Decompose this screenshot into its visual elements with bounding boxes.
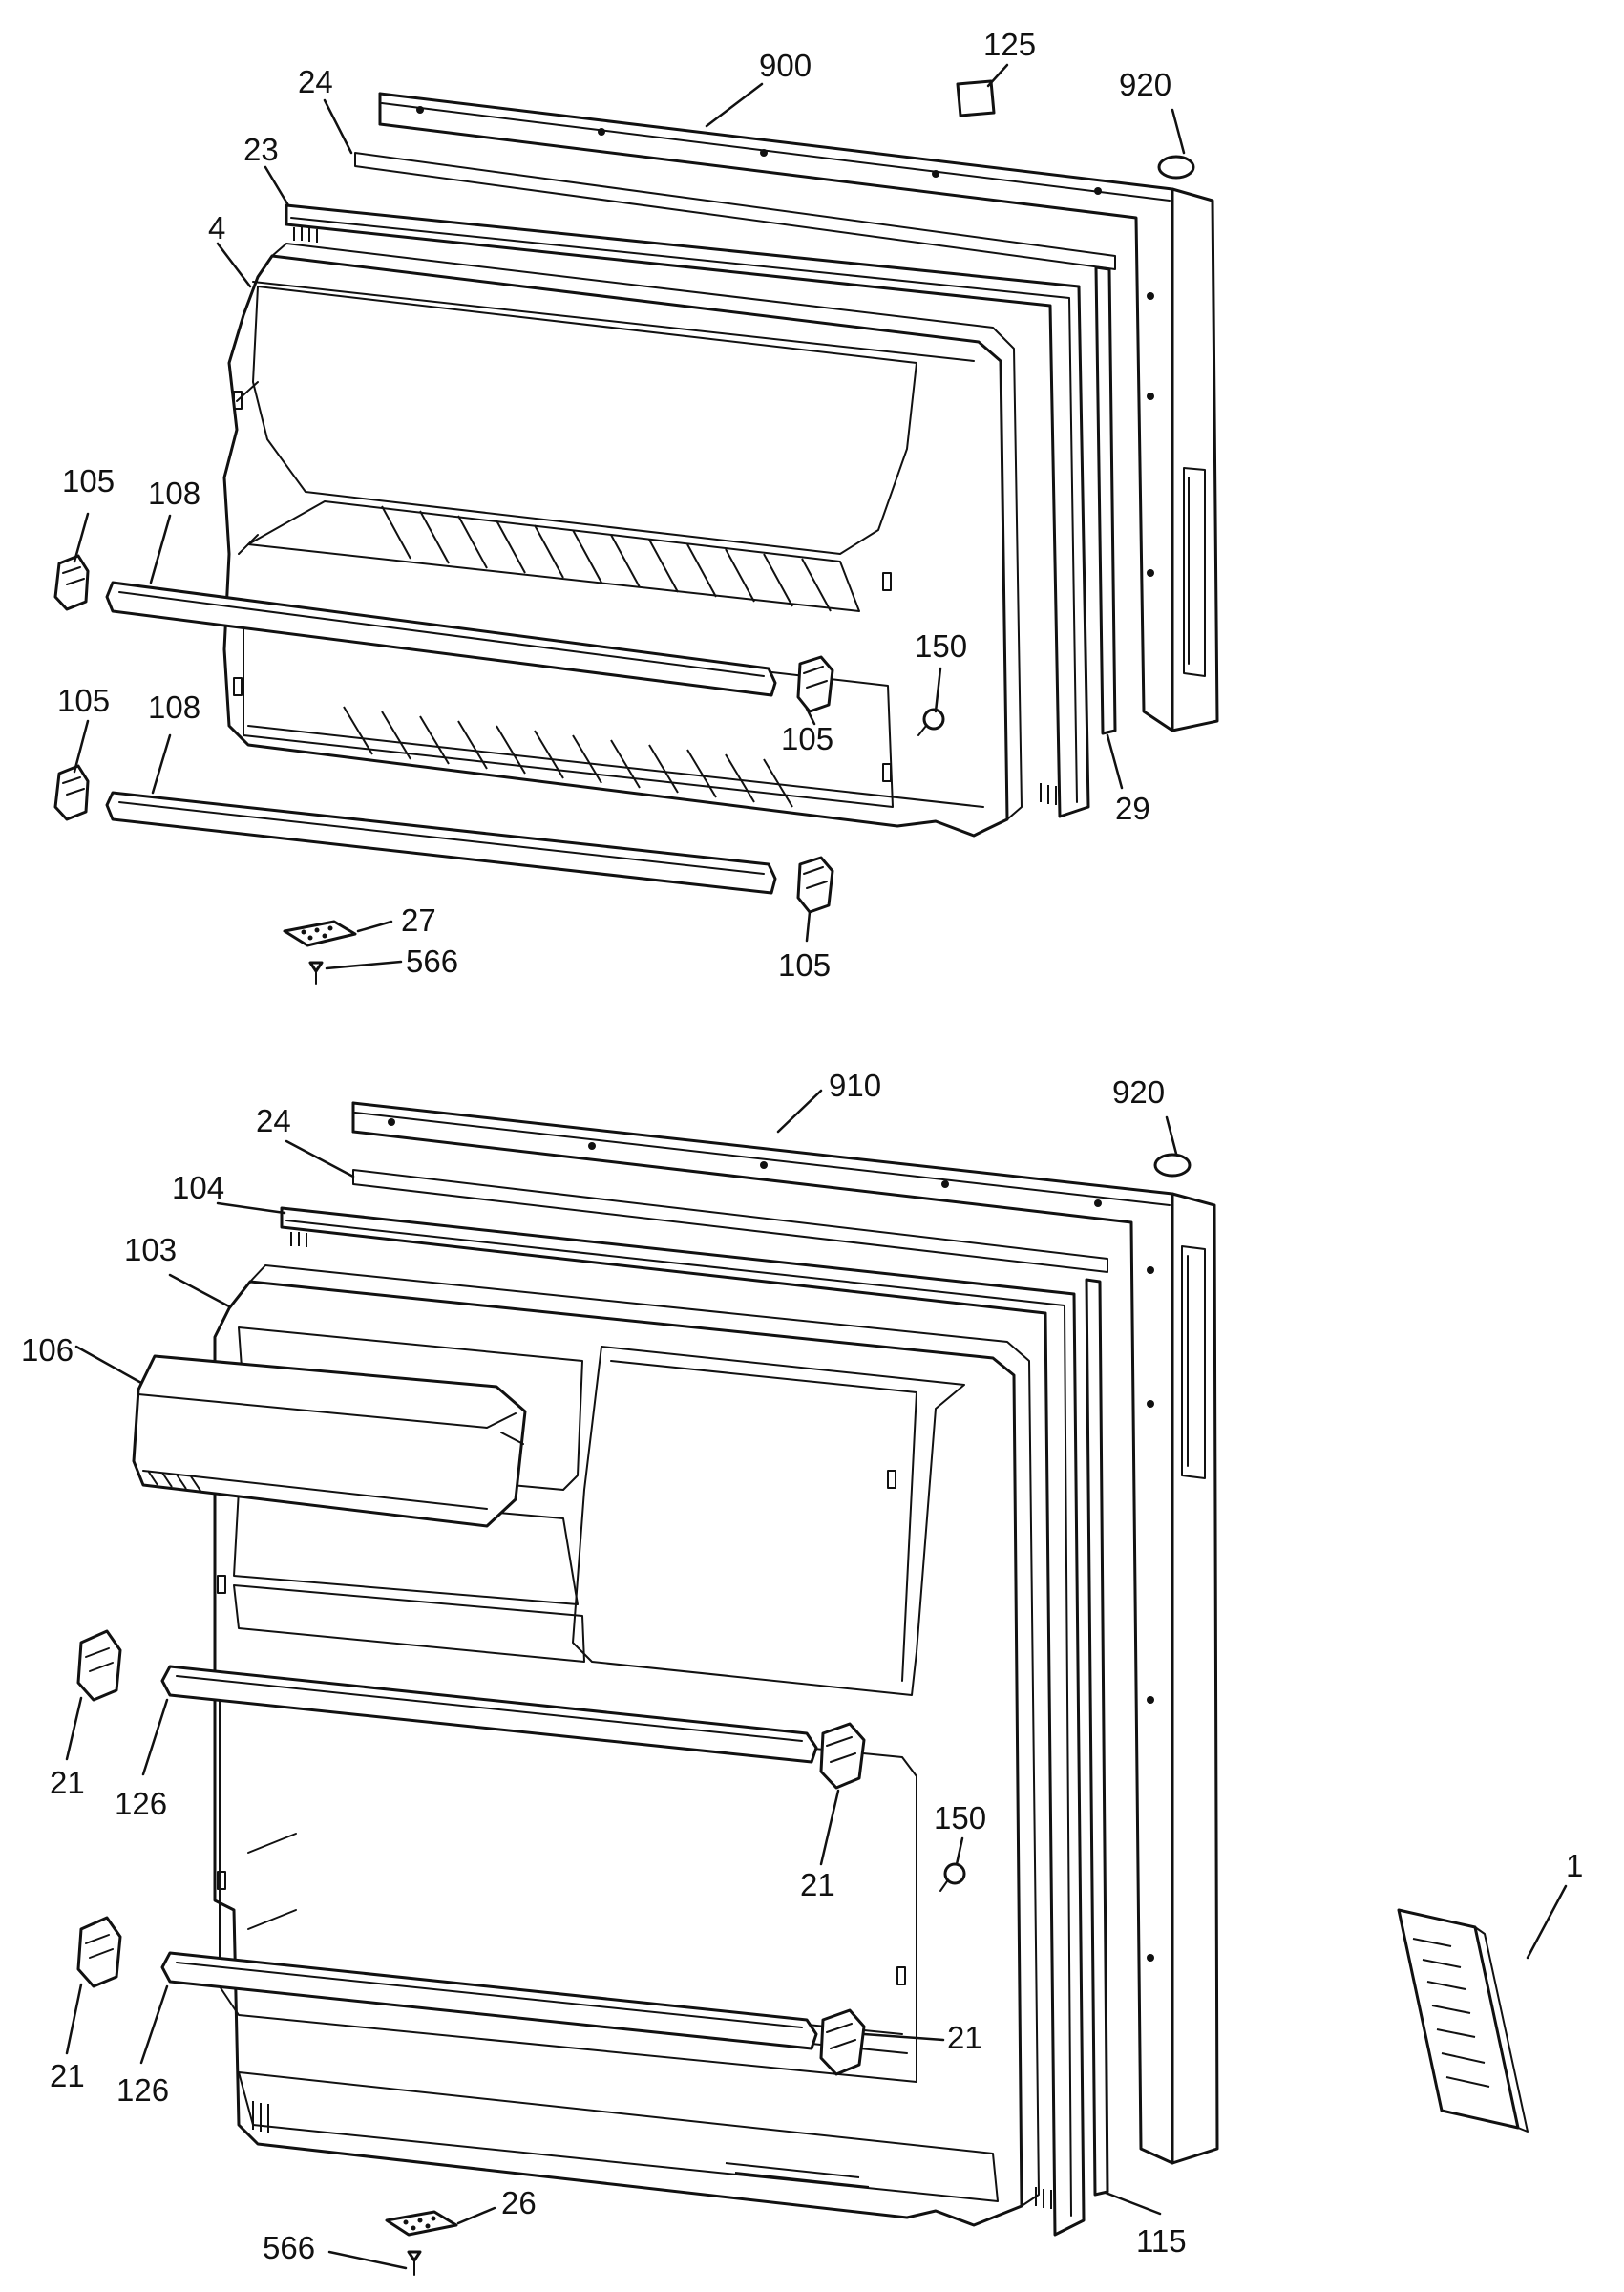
label-105-right-top: 105 [781,721,833,756]
label-126-top: 126 [115,1786,167,1821]
label-920-top: 920 [1119,67,1171,102]
bracket-105-right-bottom [796,856,834,914]
label-105-left-top: 105 [62,463,115,499]
bracket-21-left-bottom [76,1916,122,1988]
screw-566-top [308,961,324,985]
label-26: 26 [501,2185,537,2220]
label-150-bottom: 150 [934,1800,986,1836]
label-108-top: 108 [148,476,200,511]
outer-door-panel-910 [351,1101,1219,2165]
door-liner-4 [222,243,1023,838]
label-pad-125 [956,79,996,117]
label-920-bottom: 920 [1112,1074,1165,1110]
label-1: 1 [1566,1848,1583,1883]
freezer-door-assembly [53,79,1219,985]
label-29: 29 [1115,791,1150,826]
label-104: 104 [172,1170,224,1205]
door-gasket-104 [280,1206,1086,2237]
plug-920-top [1157,155,1195,180]
label-21-left-top: 21 [50,1765,85,1800]
callout-labels: 900 125 920 24 23 4 105 108 105 108 105 … [21,27,1583,2265]
hinge-plate-27 [283,920,357,947]
bracket-21-right-bottom [819,2008,866,2076]
label-21-right-bottom: 21 [947,2020,982,2055]
label-910: 910 [829,1068,881,1103]
bracket-21-left-top [76,1629,122,1702]
label-126-bottom: 126 [116,2072,169,2108]
label-103: 103 [124,1232,177,1267]
screw-150-bottom [939,1862,966,1892]
label-150-top: 150 [915,628,967,664]
breaker-strip-29 [1094,265,1117,735]
label-125: 125 [983,27,1036,62]
label-566-top: 566 [406,944,458,979]
label-24-bottom: 24 [256,1103,291,1138]
bracket-21-right-top [819,1722,866,1790]
label-108-bottom: 108 [148,690,200,725]
label-24-top: 24 [298,64,333,99]
breaker-strip-115 [1085,1278,1109,2196]
leader-lines [65,63,1568,2270]
shelf-rail-126-top [160,1665,818,1764]
label-900: 900 [759,48,812,83]
label-21-right-top: 21 [800,1867,835,1902]
fresh-food-door-assembly [76,1101,1219,2276]
shelf-rail-108-top [105,581,777,697]
hinge-plate-26 [385,2210,458,2237]
dairy-door-106 [132,1354,527,1528]
manual-booklet-1 [1397,1908,1529,2133]
bracket-105-left-bottom [53,764,90,821]
label-21-left-bottom: 21 [50,2058,85,2093]
label-566-bottom: 566 [263,2230,315,2265]
label-27: 27 [401,902,436,938]
bracket-105-left-top [53,554,90,611]
outer-door-panel-900 [378,92,1219,732]
label-4: 4 [208,210,225,245]
seal-strip-24-top [354,152,1116,270]
label-23: 23 [243,132,279,167]
shelf-rail-126-bottom [160,1951,818,2050]
screw-150-top [917,708,945,736]
label-105-right-bottom: 105 [778,947,831,983]
door-gasket-23 [285,203,1090,818]
label-105-left-bottom: 105 [57,683,110,718]
seal-strip-24-bottom [352,1169,1108,1273]
label-106: 106 [21,1332,74,1368]
bracket-105-right-top [796,655,834,713]
screw-566-bottom [407,2250,422,2276]
shelf-rail-108-bottom [105,791,777,895]
plug-920-bottom [1153,1153,1192,1178]
label-115: 115 [1136,2223,1187,2259]
